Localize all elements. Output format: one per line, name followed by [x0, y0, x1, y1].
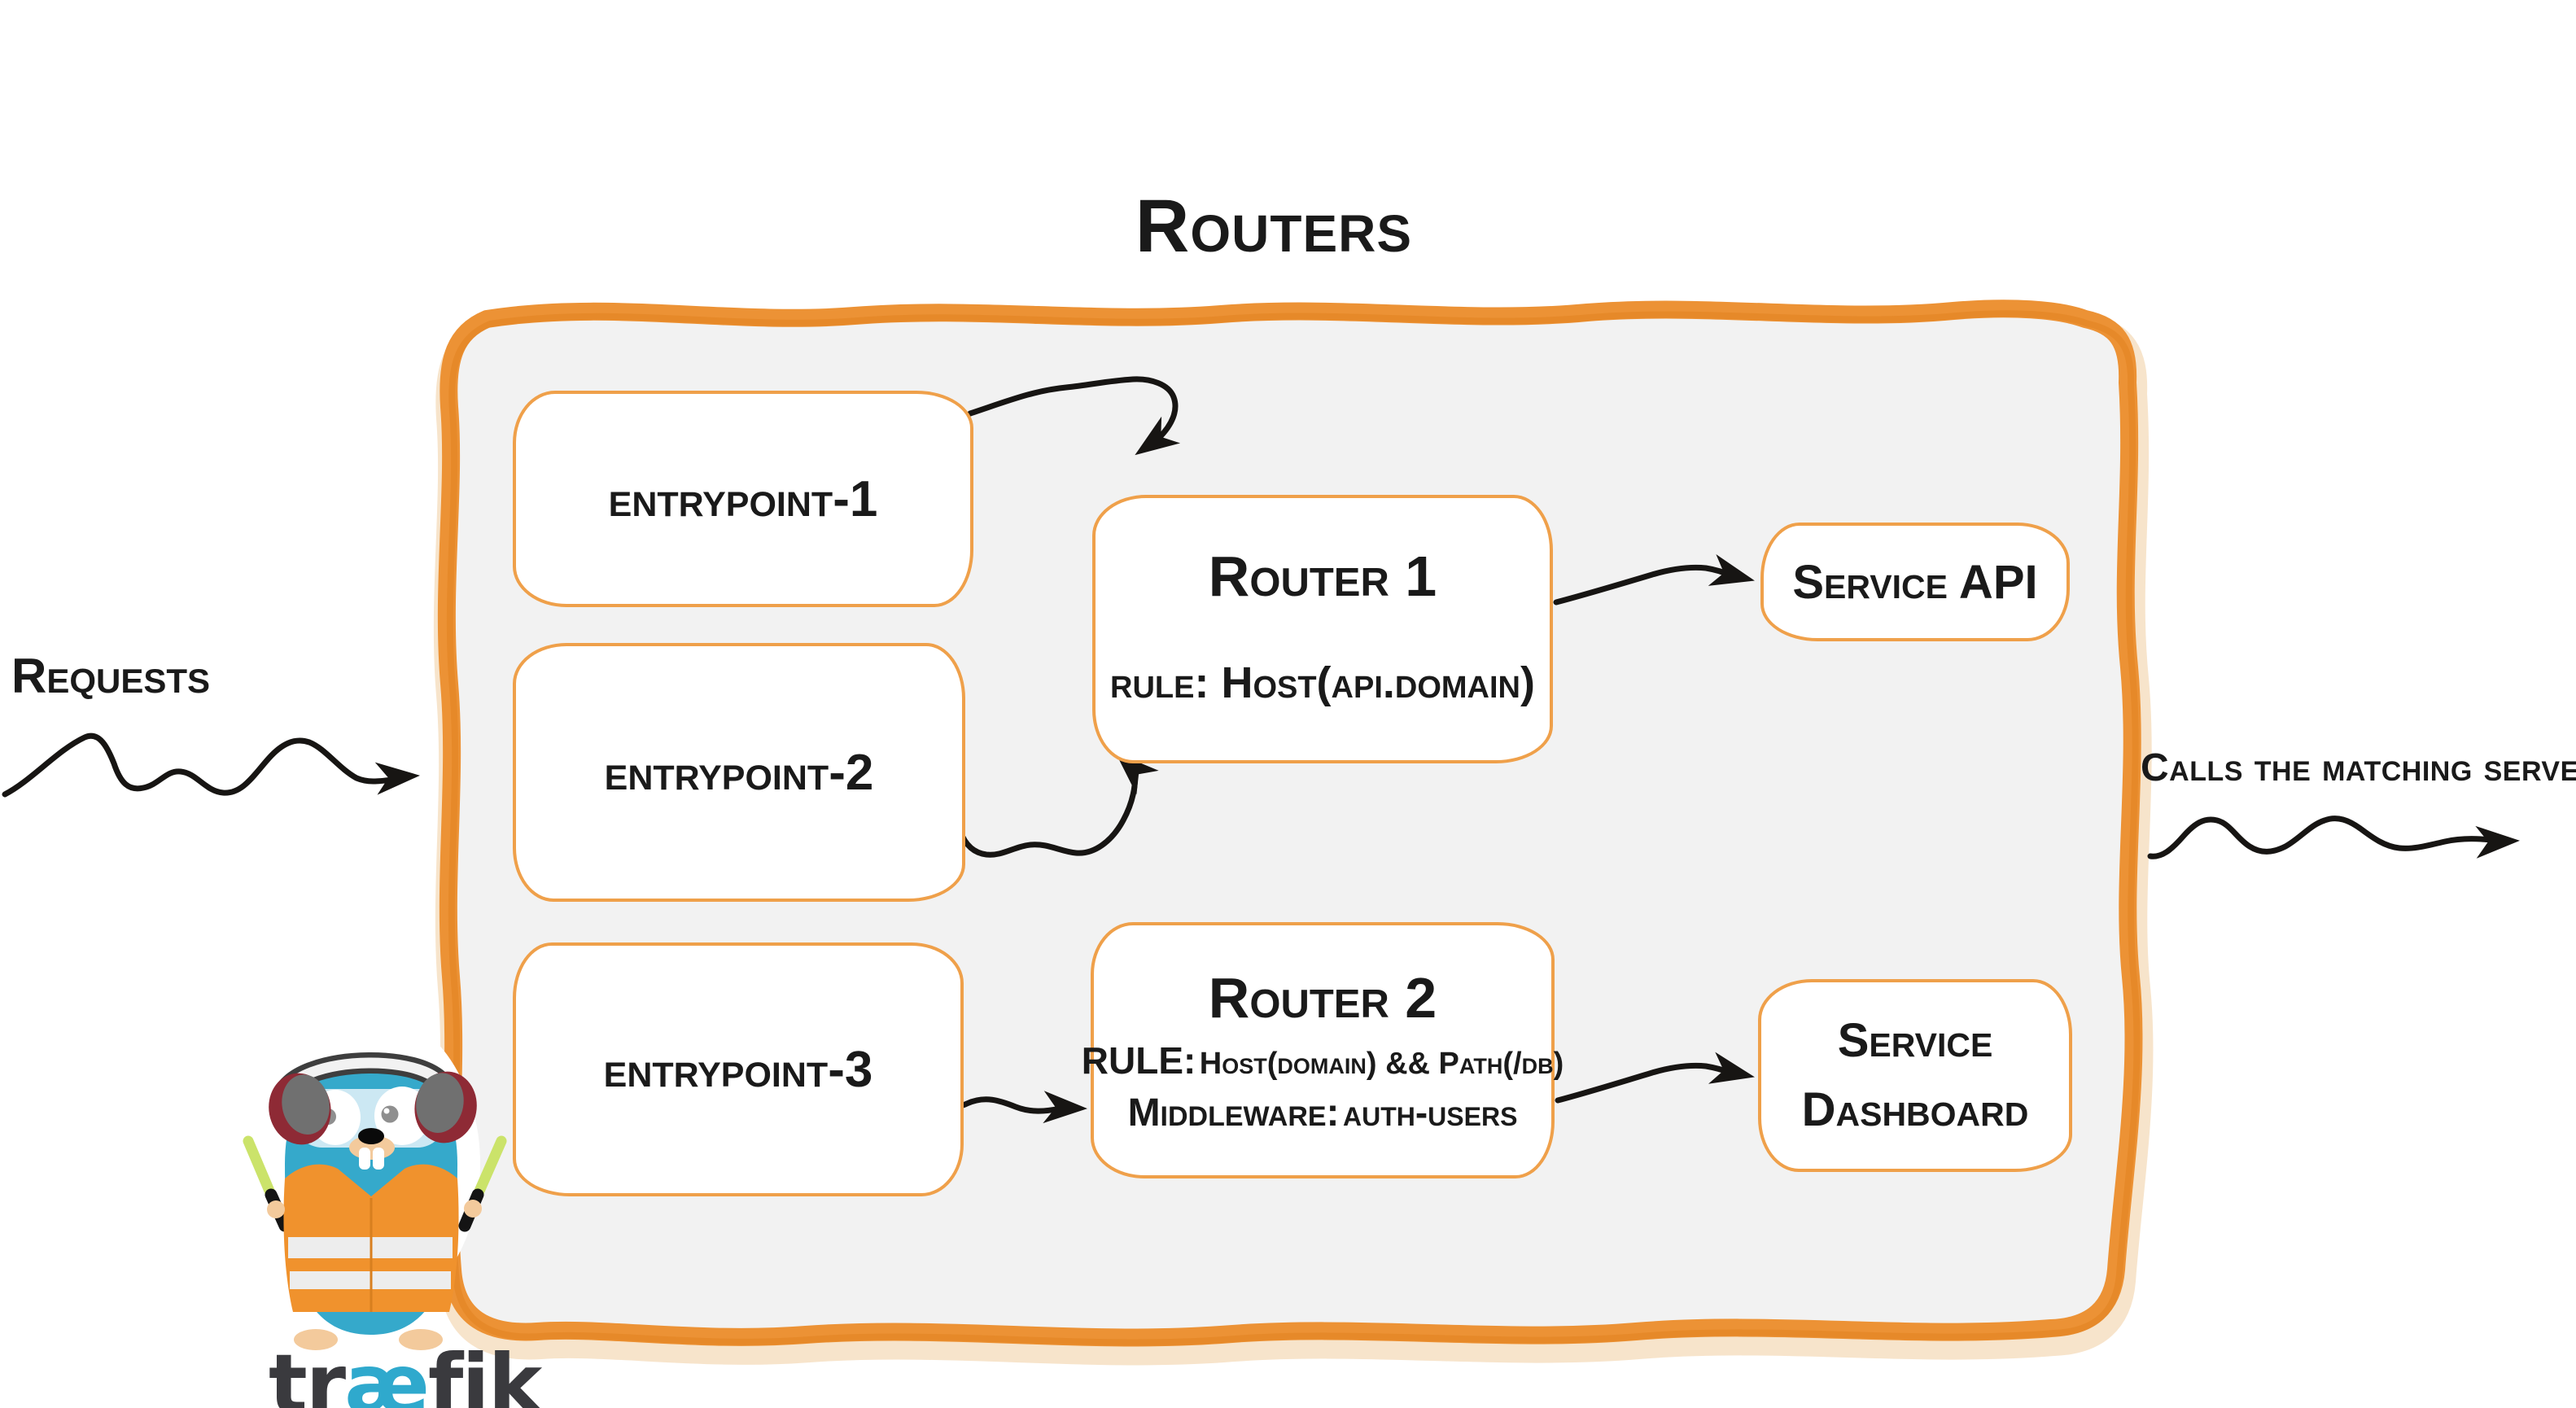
gopher-foot — [294, 1329, 338, 1350]
calls-label: Calls the matching server — [2141, 746, 2576, 789]
entrypoint2-to-router1-arrow — [957, 741, 1159, 858]
entrypoint-1-box: entrypoint-1 — [513, 391, 973, 607]
arrowhead-icon — [374, 759, 422, 795]
pupil-highlight — [383, 1108, 390, 1114]
service-api-box: Service API — [1760, 523, 2070, 641]
router1-to-service-api-arrow — [1553, 554, 1759, 606]
entrypoint1-to-router1-arrow — [967, 376, 1181, 469]
entrypoint-3-box: entrypoint-3 — [513, 942, 964, 1196]
wordmark-part: æ — [344, 1336, 430, 1408]
headphone-cup-right — [414, 1071, 477, 1143]
requests-label: Requests — [11, 649, 211, 703]
router-name: Router 1 — [1208, 544, 1437, 608]
entrypoint-label: entrypoint-2 — [604, 744, 874, 801]
entrypoint-label: entrypoint-1 — [608, 470, 878, 527]
headphone-cup-left — [269, 1073, 331, 1145]
left-baton-icon — [243, 1135, 277, 1200]
service-name: Service API — [1792, 555, 2038, 609]
wordmark-part: tr — [269, 1336, 346, 1408]
entrypoint-label: entrypoint-3 — [603, 1041, 873, 1098]
router-middleware: auth-users — [1342, 1091, 1518, 1134]
router2-to-service-dashboard-arrow — [1555, 1052, 1759, 1104]
gopher-hand — [464, 1200, 482, 1218]
service-dashboard-box: Service Dashboard — [1758, 979, 2072, 1172]
gopher-foot — [399, 1329, 443, 1350]
gopher-nose — [358, 1128, 384, 1144]
wordmark-part: fik — [427, 1336, 542, 1408]
router-rule-label: RULE: — [1081, 1039, 1196, 1082]
router-name: Router 2 — [1208, 966, 1437, 1030]
gopher-pupil — [381, 1105, 399, 1123]
router-1-box: Router 1 rule: Host(api.domain) — [1092, 495, 1553, 763]
requests-arrow — [2, 732, 422, 798]
calls-arrow — [2147, 816, 2521, 859]
entrypoint-2-box: entrypoint-2 — [513, 643, 965, 902]
gopher-hand — [267, 1200, 285, 1218]
traefik-wordmark: træfik — [269, 1336, 542, 1408]
right-baton-icon — [472, 1135, 507, 1200]
router-2-box: Router 2 RULE: Host(domain) && Path(/db)… — [1082, 922, 1564, 1178]
page-title: Routers — [1135, 185, 1413, 268]
router-rule: rule: Host(api.domain) — [1110, 658, 1535, 707]
router-rule: Host(domain) && Path(/db) — [1199, 1047, 1564, 1081]
traefik-gopher-mascot-icon — [243, 1052, 507, 1350]
router-middleware-label: Middleware: — [1127, 1091, 1340, 1135]
gopher-tooth — [359, 1148, 370, 1170]
service-name: Service Dashboard — [1801, 1014, 2029, 1136]
gopher-tooth — [373, 1148, 384, 1170]
